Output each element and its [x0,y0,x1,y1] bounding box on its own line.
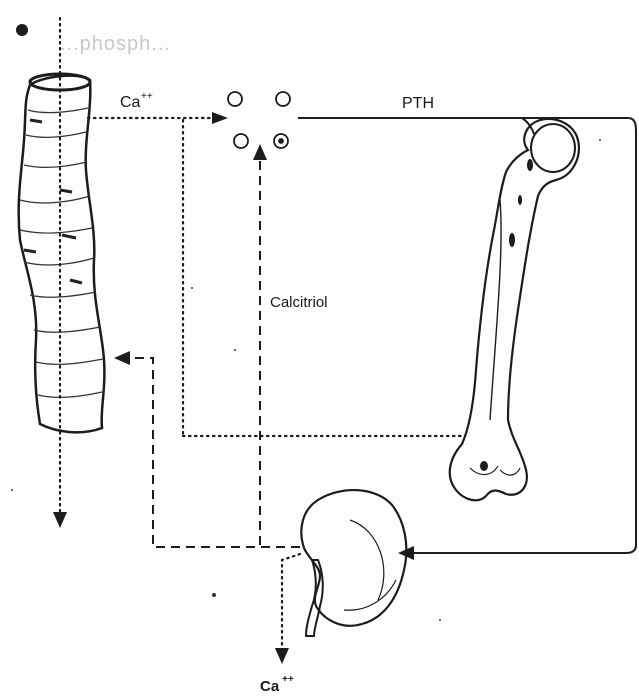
ca-absorption-label: Ca [120,94,141,111]
calcitriol-label: Calcitriol [270,294,328,311]
ca-excretion-label: Ca [260,678,280,695]
scan-speckles [11,139,601,621]
faded-header-text: ...phosph... [60,33,171,55]
femur-bone-drawing [450,119,579,500]
ca-absorption-superscript: ++ [141,91,153,102]
ca-excretion-superscript: ++ [282,674,294,685]
bullet-mark [16,24,28,36]
excretion-line [282,554,300,650]
intestine-arrow [114,351,130,365]
excretion-arrow [275,648,289,664]
intestine-drawing [19,74,105,432]
pth-label: PTH [402,95,434,112]
intestine-down-arrow [53,512,67,528]
kidney-drawing [301,490,406,636]
calcitriol-to-intestine-line [128,358,300,547]
calcium-ion-circles [228,92,290,148]
